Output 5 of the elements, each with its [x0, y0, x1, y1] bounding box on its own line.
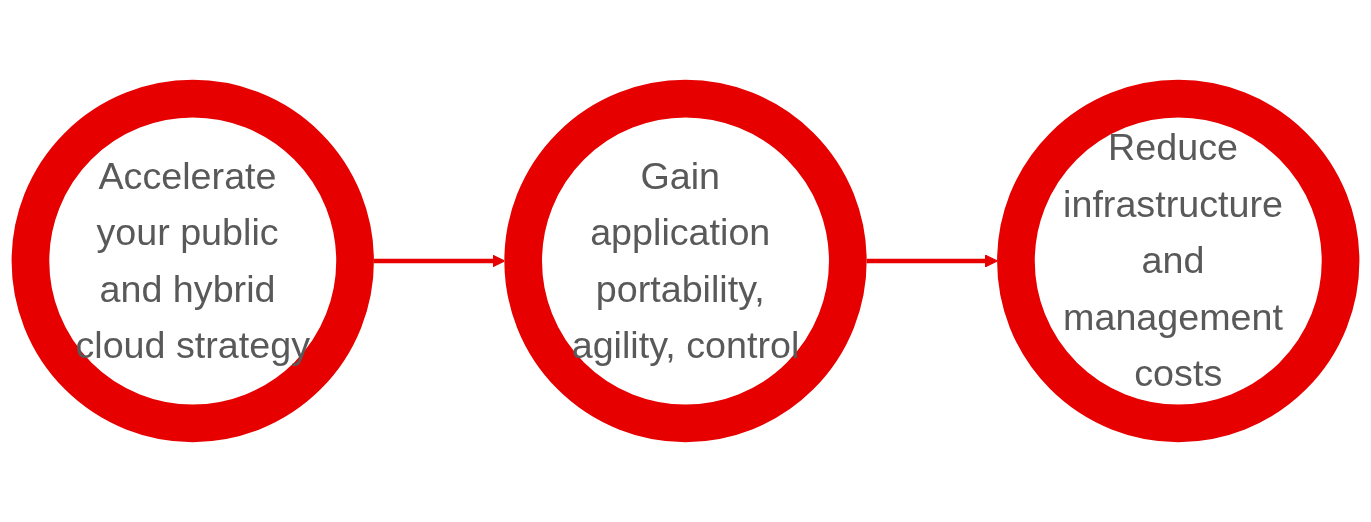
node-circle: Accelerate your public and hybrid cloud strategy	[11, 79, 374, 443]
arrow	[866, 254, 998, 268]
node-circle: Reduce infrastructure and management costs	[997, 79, 1360, 443]
node-circle: Gain application portability, agility, control	[504, 79, 867, 443]
arrow	[373, 254, 505, 268]
